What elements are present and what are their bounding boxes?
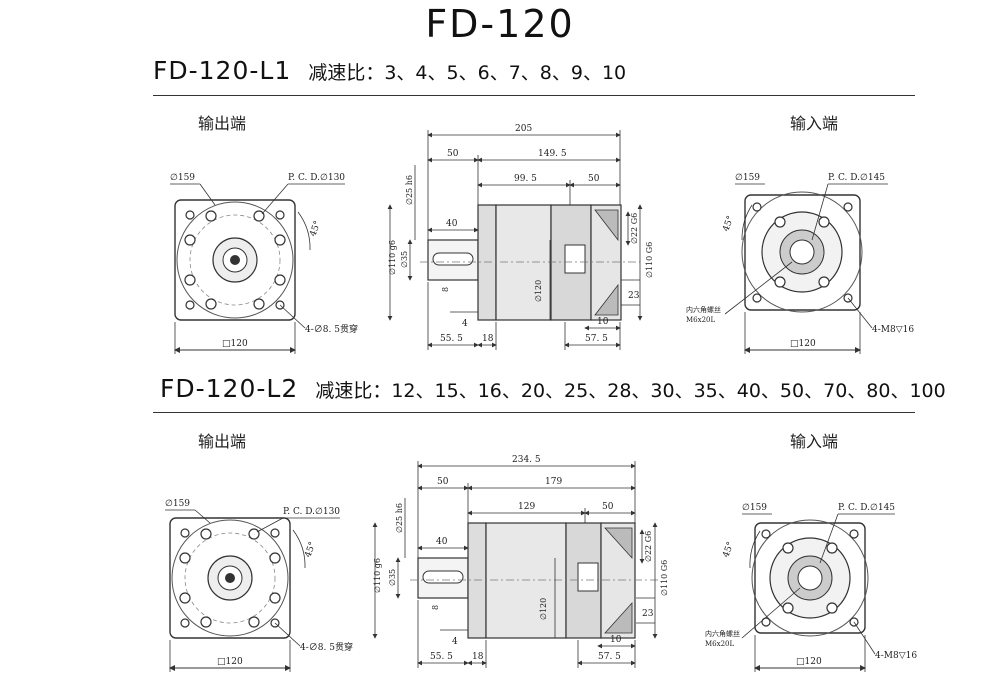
dim-rear-spigot: ∅110 G6 xyxy=(645,242,654,278)
output-end-label: 输出端 xyxy=(198,114,247,133)
input-end-view: □120 ∅159 P. C. D.∅145 45° 内六角螺丝 M6x20L … xyxy=(686,173,914,354)
dim-housing: ∅120 xyxy=(539,598,548,620)
dim-10: 10 xyxy=(610,635,622,645)
pcd-label: P. C. D.∅145 xyxy=(828,173,885,183)
section-l2: □120 ∅159 P. C. D.∅130 45° 4-∅8. 5贯穿 xyxy=(165,455,917,672)
pcd-label: P. C. D.∅145 xyxy=(838,503,895,513)
dim-body-front: 129 xyxy=(518,502,535,512)
page-title: FD-120 xyxy=(425,2,575,46)
dim-total: 205 xyxy=(515,124,532,134)
model-heading-l2: FD-120-L2 减速比：12、15、16、20、25、28、30、35、40… xyxy=(160,374,946,403)
dim-rear-depth: 23 xyxy=(642,609,654,619)
angle-label: 45° xyxy=(308,220,323,238)
dim-55: 55. 5 xyxy=(440,334,463,344)
dim-57: 57. 5 xyxy=(585,334,608,344)
input-end-view: □120 ∅159 P. C. D.∅145 45° 内六角螺丝 M6x20L … xyxy=(705,503,917,672)
section-l1: □120 ∅159 P. C. D.∅130 45° 4-∅8. 5贯穿 xyxy=(170,124,914,354)
square-dim: □120 xyxy=(222,339,248,349)
model-code: FD-120-L1 xyxy=(153,56,292,85)
input-end-label: 输入端 xyxy=(790,114,839,133)
angle-label: 45° xyxy=(303,541,318,559)
dim-rear-depth: 23 xyxy=(628,291,640,301)
output-end-label: 输出端 xyxy=(198,432,247,451)
pcd-label: P. C. D.∅130 xyxy=(283,507,340,517)
note-screw-size: M6x20L xyxy=(705,640,734,648)
dim-flange: 50 xyxy=(447,149,459,159)
section-divider xyxy=(153,95,915,96)
dim-57: 57. 5 xyxy=(598,652,621,662)
dim-18: 18 xyxy=(472,652,484,662)
diameter-label: ∅159 xyxy=(735,173,760,183)
note-hex-screw: 内六角螺丝 xyxy=(705,629,740,638)
dim-body-rear: 50 xyxy=(588,174,600,184)
dim-bore: ∅22 G6 xyxy=(644,531,653,562)
dim-key-w: 4 xyxy=(462,319,468,329)
square-dim: □120 xyxy=(217,657,243,667)
dim-18: 18 xyxy=(482,334,494,344)
input-end-label: 输入端 xyxy=(790,432,839,451)
diameter-label: ∅159 xyxy=(742,503,767,513)
dim-body-rear: 50 xyxy=(602,502,614,512)
model-heading-l1: FD-120-L1 减速比：3、4、5、6、7、8、9、10 xyxy=(153,56,626,85)
angle-label: 45° xyxy=(721,541,736,559)
output-end-view: □120 ∅159 P. C. D.∅130 45° 4-∅8. 5贯穿 xyxy=(170,173,358,354)
dim-rear-spigot: ∅110 G6 xyxy=(660,560,669,596)
dim-key-h: 8 xyxy=(441,287,450,292)
dim-key: 40 xyxy=(436,537,448,547)
diameter-label: ∅159 xyxy=(165,499,190,509)
dim-spigot: ∅110 g6 xyxy=(388,240,397,275)
dim-h6: ∅25 h6 xyxy=(395,503,404,533)
dim-10: 10 xyxy=(597,317,609,327)
square-dim: □120 xyxy=(790,339,816,349)
side-view: 205 50 149. 5 99. 5 50 40 ∅25 h6 ∅110 g6… xyxy=(387,124,654,350)
section-divider xyxy=(153,412,915,413)
square-dim: □120 xyxy=(796,657,822,667)
dim-body: 179 xyxy=(545,477,562,487)
dim-total: 234. 5 xyxy=(512,455,541,465)
pcd-label: P. C. D.∅130 xyxy=(288,173,345,183)
dim-spigot: ∅110 g6 xyxy=(373,558,382,593)
dim-key-w: 4 xyxy=(452,637,458,647)
dim-housing: ∅120 xyxy=(534,280,543,302)
dim-key-h: 8 xyxy=(431,605,440,610)
dim-h6: ∅25 h6 xyxy=(405,175,414,205)
diameter-label: ∅159 xyxy=(170,173,195,183)
dim-shaft: ∅35 xyxy=(388,569,397,586)
dim-body: 149. 5 xyxy=(538,149,567,159)
note-screw-size: M6x20L xyxy=(686,316,715,324)
output-end-view: □120 ∅159 P. C. D.∅130 45° 4-∅8. 5贯穿 xyxy=(165,499,353,672)
holes-label: 4-∅8. 5贯穿 xyxy=(305,323,358,335)
model-code: FD-120-L2 xyxy=(160,374,299,403)
dim-shaft: ∅35 xyxy=(400,251,409,268)
ratio-label: 减速比： xyxy=(308,62,385,84)
holes-label: 4-∅8. 5贯穿 xyxy=(300,641,353,653)
note-hex-screw: 内六角螺丝 xyxy=(686,305,721,314)
holes-label: 4-M8▽16 xyxy=(872,325,914,335)
holes-label: 4-M8▽16 xyxy=(875,651,917,661)
dim-bore: ∅22 G6 xyxy=(630,213,639,244)
dim-55: 55. 5 xyxy=(430,652,453,662)
side-view: 234. 5 50 179 129 50 40 ∅25 h6 ∅110 g6 ∅… xyxy=(372,455,669,668)
dim-flange: 50 xyxy=(437,477,449,487)
angle-label: 45° xyxy=(721,215,736,233)
dim-body-front: 99. 5 xyxy=(514,174,537,184)
ratio-label: 减速比： xyxy=(315,380,392,402)
ratio-values: 12、15、16、20、25、28、30、35、40、50、70、80、100 xyxy=(391,380,946,402)
dim-key: 40 xyxy=(446,219,458,229)
ratio-values: 3、4、5、6、7、8、9、10 xyxy=(384,62,627,84)
